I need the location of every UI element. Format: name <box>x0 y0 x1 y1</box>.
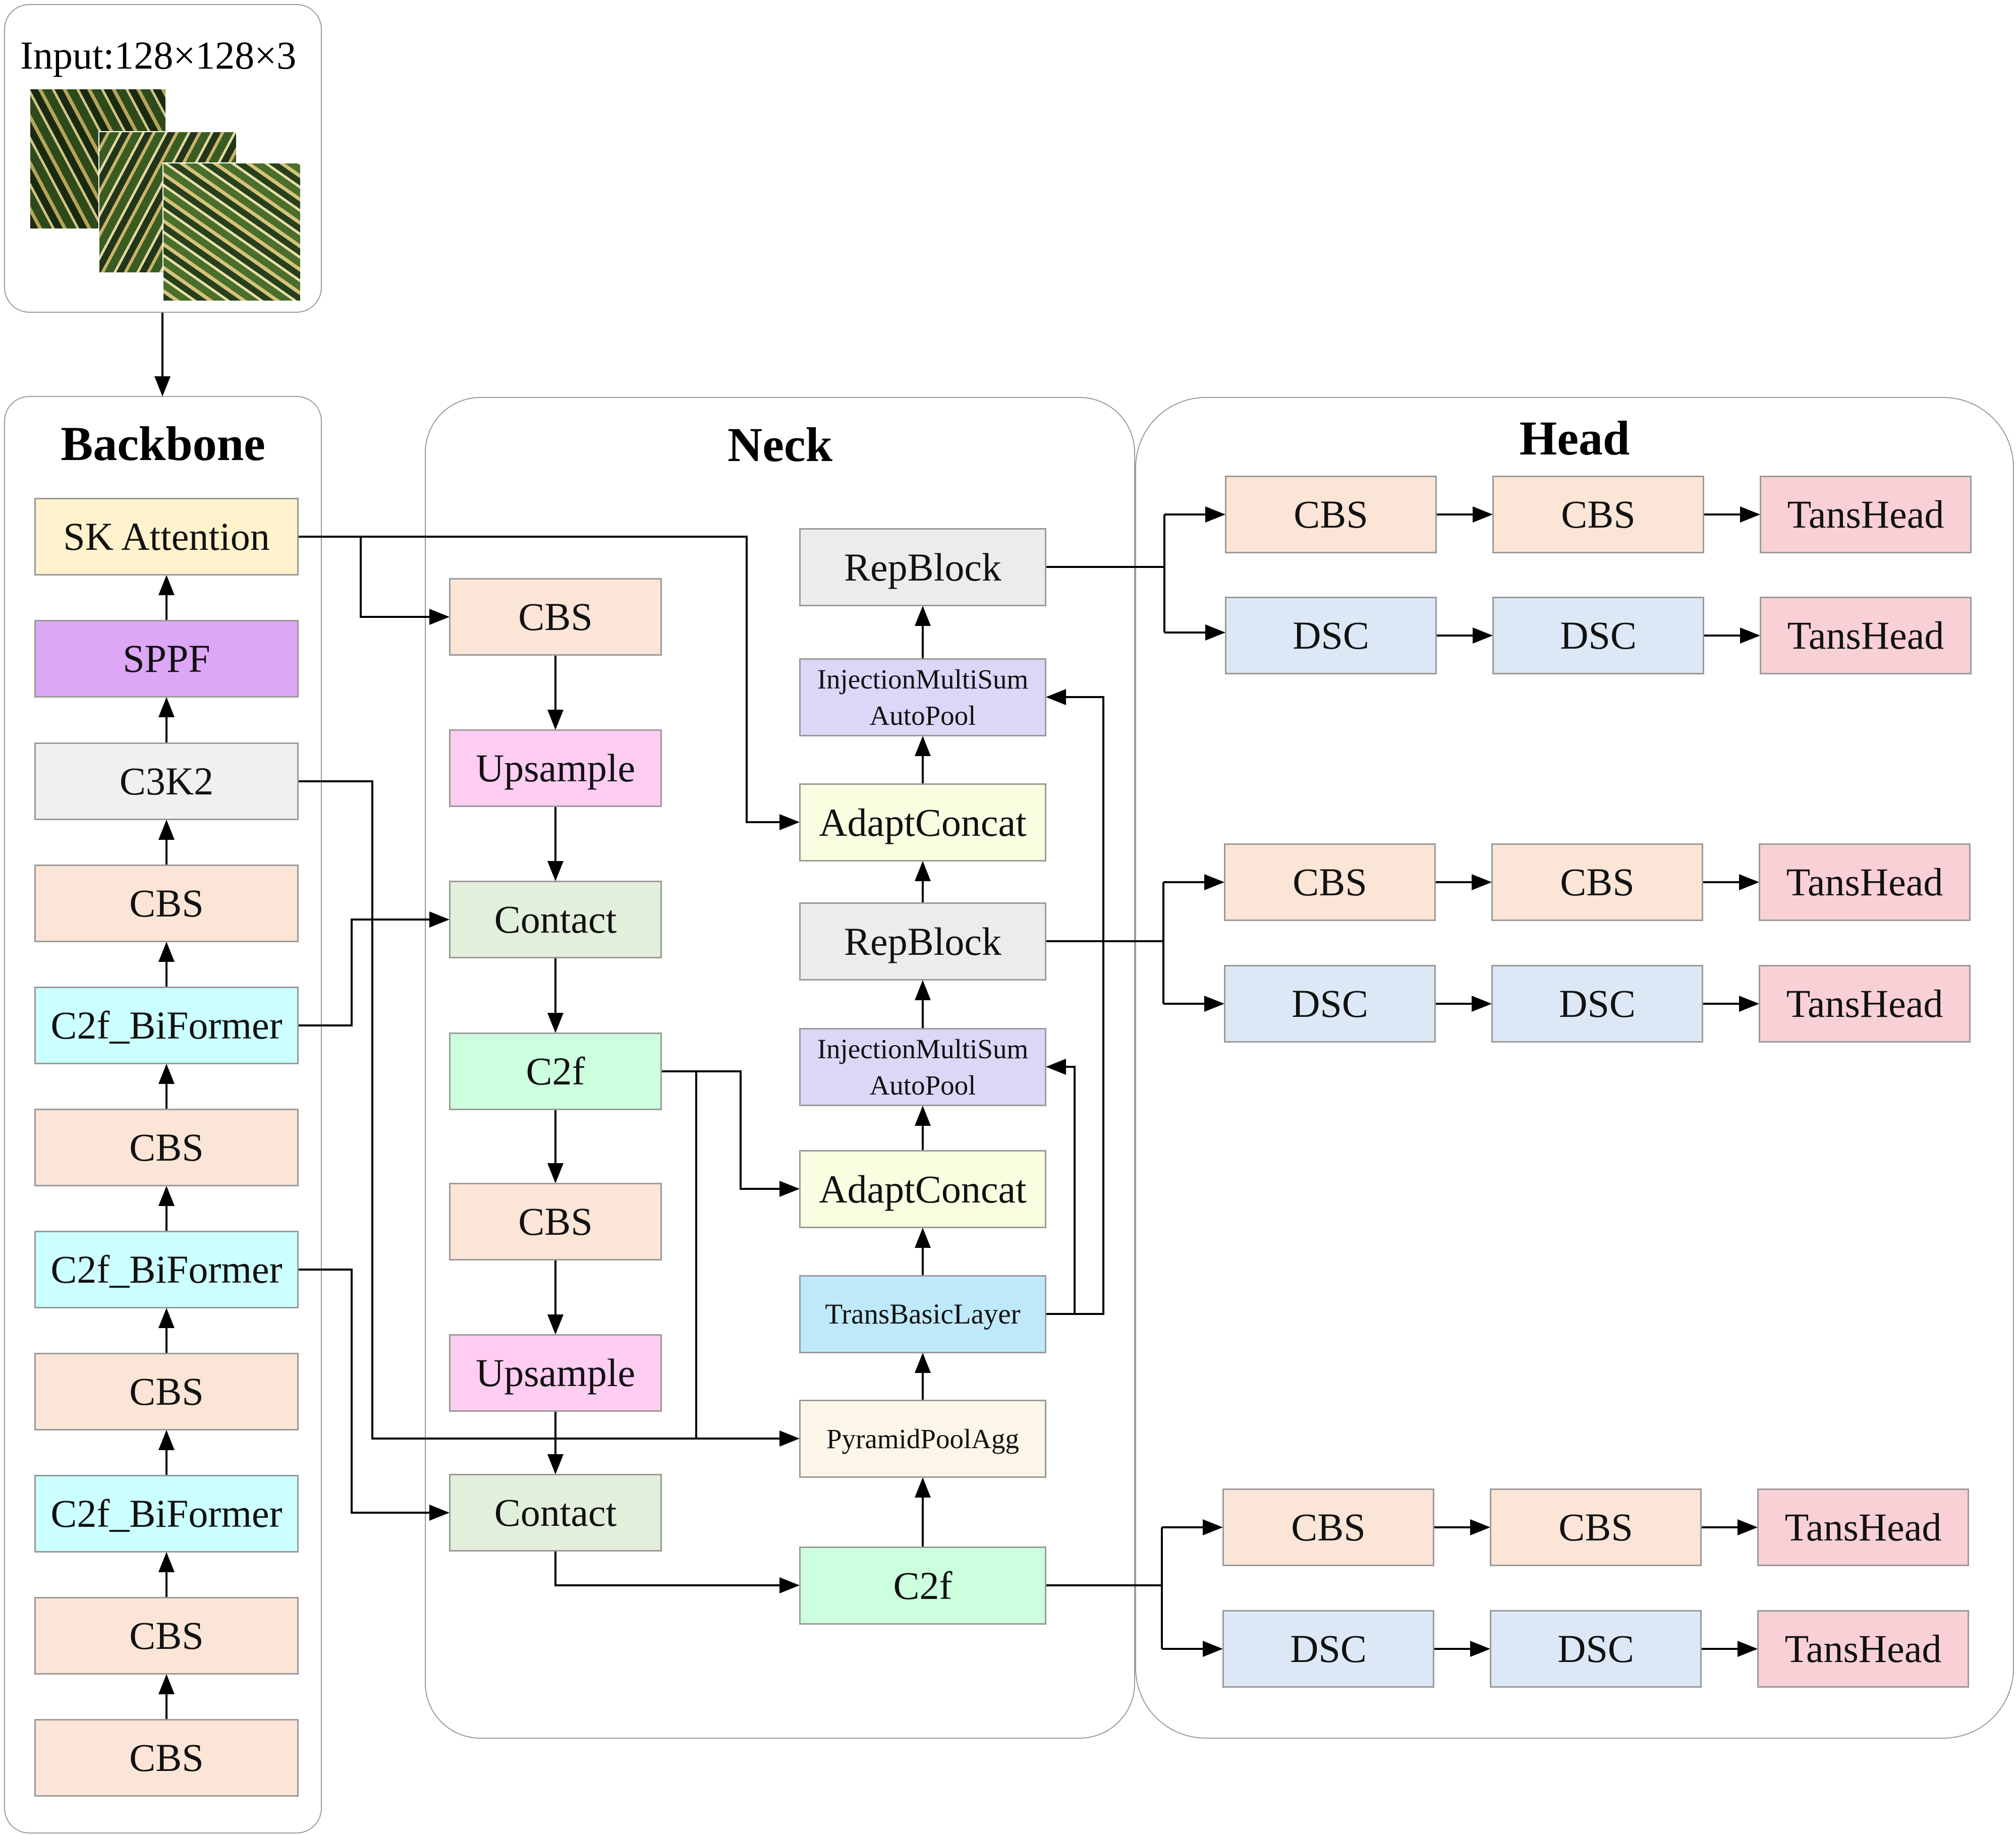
input-panel: Input:128×128×3 <box>4 4 322 313</box>
injection-mid-line2: AutoPool <box>869 1069 976 1101</box>
neck-contact-block-bottom: Contact <box>449 1474 662 1552</box>
head-g1-dsc-2: DSC <box>1492 597 1704 674</box>
head-g1-cbs-1: CBS <box>1225 476 1437 553</box>
head-g2-dsc-2: DSC <box>1491 965 1703 1043</box>
head-g1-tanshead-2: TansHead <box>1760 597 1972 674</box>
injection-mid-line1: InjectionMultiSum <box>817 1034 1029 1064</box>
head-g2-dsc-1: DSC <box>1224 965 1436 1043</box>
injection-top-line1: InjectionMultiSum <box>817 664 1029 695</box>
adaptconcat-top: AdaptConcat <box>799 783 1046 862</box>
input-label: Input:128×128×3 <box>20 33 297 77</box>
backbone-cbs-block-0: CBS <box>34 1719 299 1797</box>
c2f-biformer-block-2: C2f_BiFormer <box>34 1231 299 1308</box>
backbone-cbs-block-3: CBS <box>34 1109 299 1186</box>
neck-cbs-block-bottom: CBS <box>449 1183 662 1260</box>
neck-c2f-block-left: C2f <box>449 1033 662 1110</box>
backbone-cbs-block-4: CBS <box>34 865 299 942</box>
backbone-cbs-block-1: CBS <box>34 1597 299 1675</box>
backbone-title: Backbone <box>61 417 265 471</box>
head-g2-tanshead-1: TansHead <box>1759 843 1971 921</box>
repblock-mid: RepBlock <box>799 902 1046 981</box>
adaptconcat-mid: AdaptConcat <box>799 1150 1046 1228</box>
head-g2-cbs-2: CBS <box>1491 843 1703 921</box>
sk-attention-block: SK Attention <box>34 498 299 576</box>
neck-upsample-block-bottom: Upsample <box>449 1334 662 1412</box>
neck-c2f-block-bottom: C2f <box>799 1546 1046 1625</box>
injection-top-line2: AutoPool <box>869 700 976 731</box>
injection-multisum-autopool-top: InjectionMultiSum AutoPool <box>799 658 1046 736</box>
head-g3-tanshead-2: TansHead <box>1757 1610 1969 1688</box>
repblock-top: RepBlock <box>799 528 1046 606</box>
head-title: Head <box>1519 411 1630 465</box>
head-g3-dsc-1: DSC <box>1222 1610 1434 1688</box>
transbasiclayer-block: TransBasicLayer <box>799 1275 1046 1353</box>
head-g2-cbs-1: CBS <box>1224 843 1436 921</box>
c2f-biformer-block-3: C2f_BiFormer <box>34 987 299 1064</box>
head-g3-cbs-2: CBS <box>1490 1488 1702 1566</box>
neck-contact-block-top: Contact <box>449 881 662 958</box>
input-image-tile-3 <box>162 162 301 302</box>
head-g1-cbs-2: CBS <box>1492 476 1704 553</box>
c2f-biformer-block-1: C2f_BiFormer <box>34 1475 299 1553</box>
head-g1-tanshead-1: TansHead <box>1760 476 1972 553</box>
pyramidpoolagg-block: PyramidPoolAgg <box>799 1400 1046 1478</box>
neck-upsample-block-top: Upsample <box>449 729 662 807</box>
injection-multisum-autopool-mid: InjectionMultiSum AutoPool <box>799 1028 1046 1106</box>
c3k2-block: C3K2 <box>34 742 299 820</box>
head-g3-dsc-2: DSC <box>1490 1610 1702 1688</box>
head-g3-tanshead-1: TansHead <box>1757 1488 1969 1566</box>
head-g3-cbs-1: CBS <box>1222 1488 1434 1566</box>
head-g2-tanshead-2: TansHead <box>1759 965 1971 1043</box>
neck-title: Neck <box>727 418 832 472</box>
head-g1-dsc-1: DSC <box>1225 597 1437 674</box>
neck-cbs-block-top: CBS <box>449 578 662 656</box>
backbone-cbs-block-2: CBS <box>34 1353 299 1430</box>
sppf-block: SPPF <box>34 620 299 698</box>
